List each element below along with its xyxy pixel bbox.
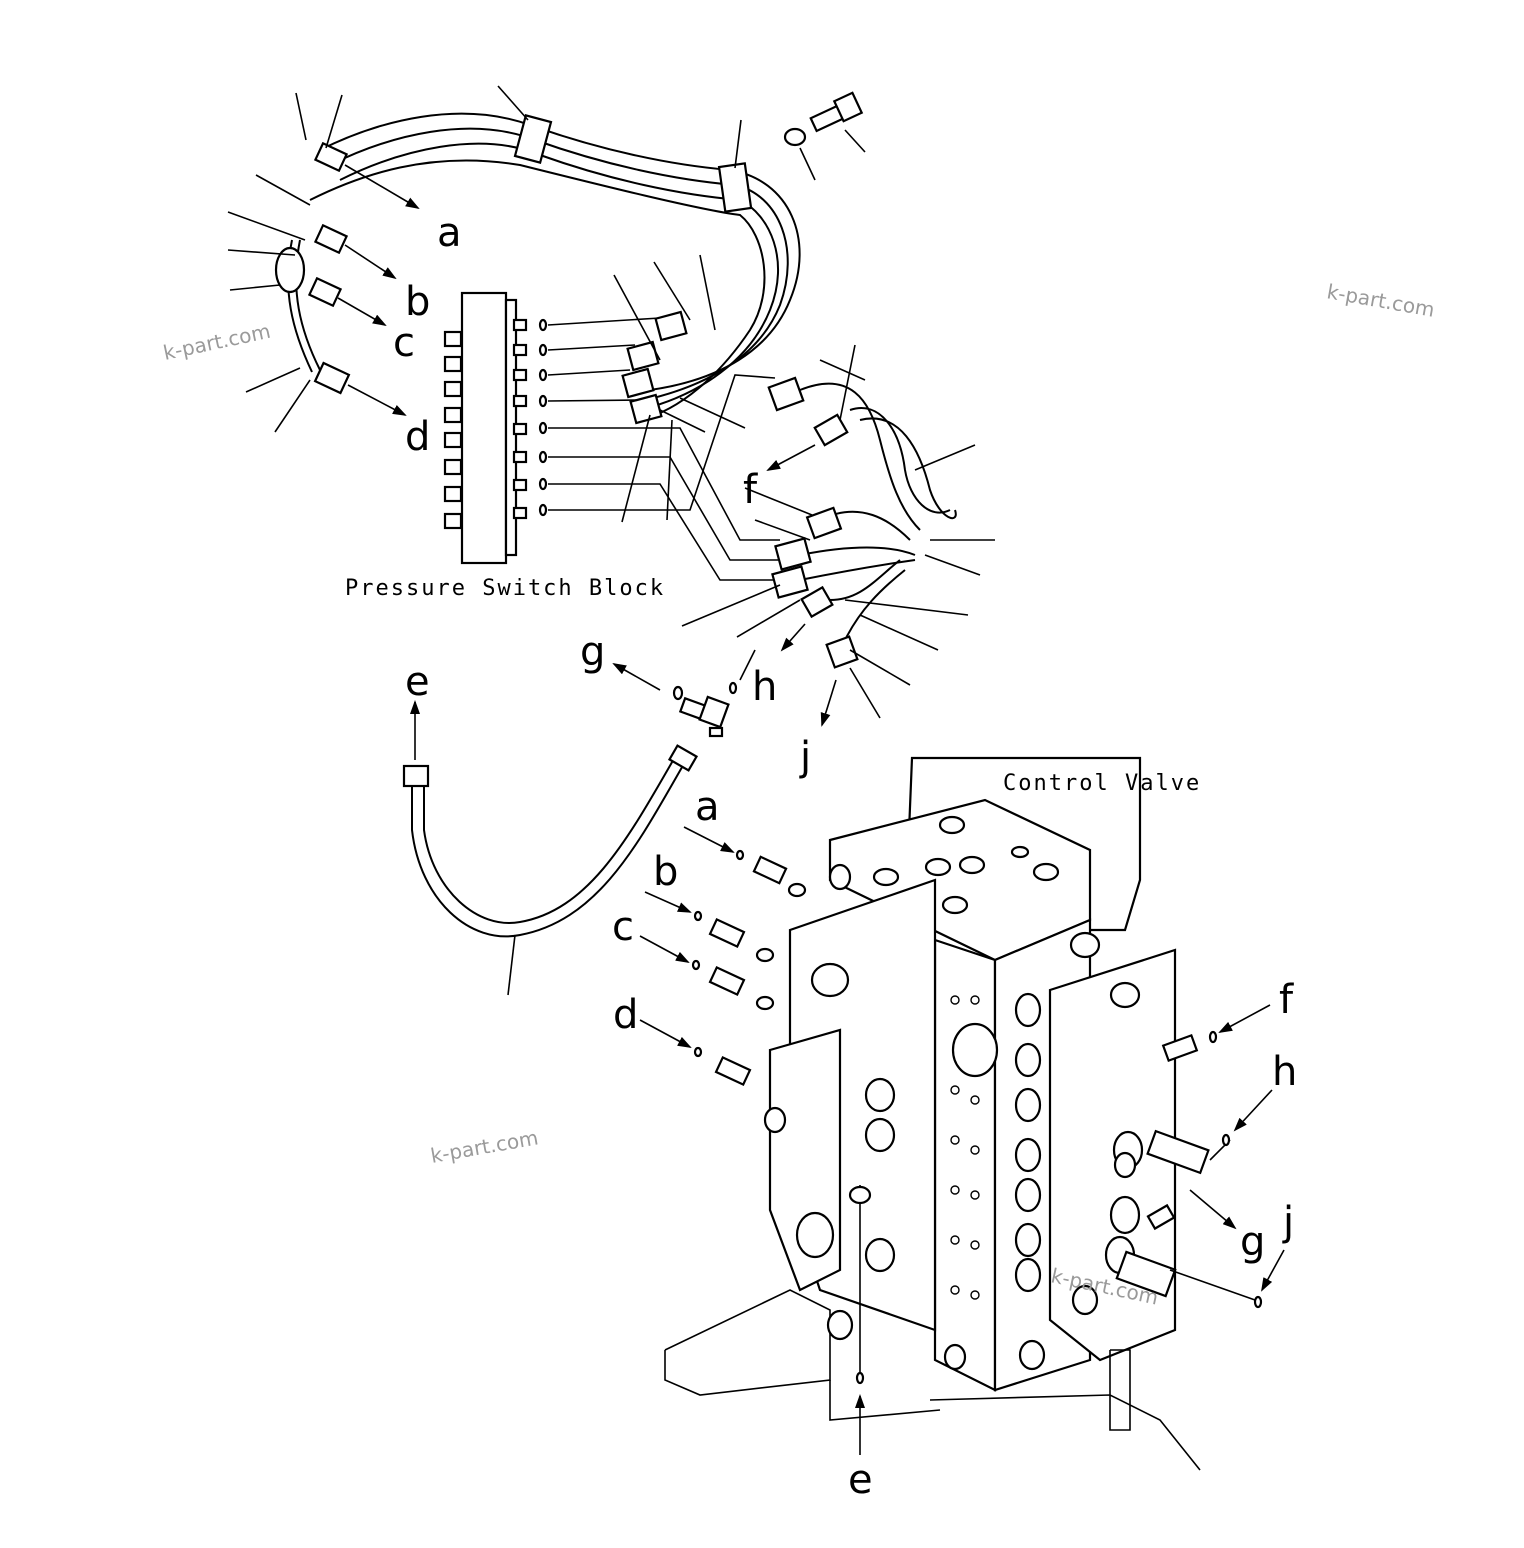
label-f-lower: f: [1279, 977, 1294, 1023]
right-hose-bundle: [681, 344, 995, 719]
o-rings-column: [538, 318, 548, 517]
label-g-lower: g: [1240, 1219, 1265, 1265]
label-h-lower: h: [1272, 1049, 1297, 1095]
leader-lines-upper-left: [227, 85, 742, 433]
label-d-lower: d: [613, 992, 638, 1038]
label-j-upper: j: [799, 734, 811, 780]
watermark: k-part.com: [429, 1125, 540, 1168]
bolt-and-washer: [783, 91, 866, 181]
caption-pressure-switch-block: Pressure Switch Block: [345, 576, 665, 601]
label-b-upper: b: [405, 279, 430, 325]
switch-connector-lines: [547, 317, 780, 581]
upper-arrows-abcd: [337, 164, 420, 416]
right-bundle-arrows: [766, 444, 837, 727]
label-c-lower: c: [612, 904, 634, 950]
lower-o-rings: [691, 849, 1263, 1309]
long-hose-e: [402, 700, 699, 996]
label-a-upper: a: [437, 210, 462, 256]
label-e-lower: e: [848, 1457, 873, 1503]
label-c-upper: c: [393, 320, 415, 366]
control-valve: [664, 756, 1256, 1471]
hose-ends-center: [613, 254, 746, 523]
label-h-upper: h: [752, 664, 777, 710]
label-e-upper: e: [405, 659, 430, 705]
pressure-switch-block: [443, 291, 780, 581]
label-b-lower: b: [653, 849, 678, 895]
label-g-upper: g: [580, 629, 605, 675]
label-f-upper: f: [743, 467, 758, 513]
caption-control-valve: Control Valve: [1003, 771, 1201, 796]
adapter-g: [612, 649, 756, 738]
label-d-upper: d: [405, 414, 430, 460]
watermark: k-part.com: [1325, 279, 1436, 322]
watermark: k-part.com: [161, 319, 273, 365]
upper-hose-harness: [274, 112, 801, 421]
label-j-lower: j: [1282, 1199, 1294, 1245]
upper-fittings-left: [307, 141, 351, 395]
label-a-lower: a: [695, 784, 720, 830]
lower-arrows: [639, 826, 1285, 1455]
